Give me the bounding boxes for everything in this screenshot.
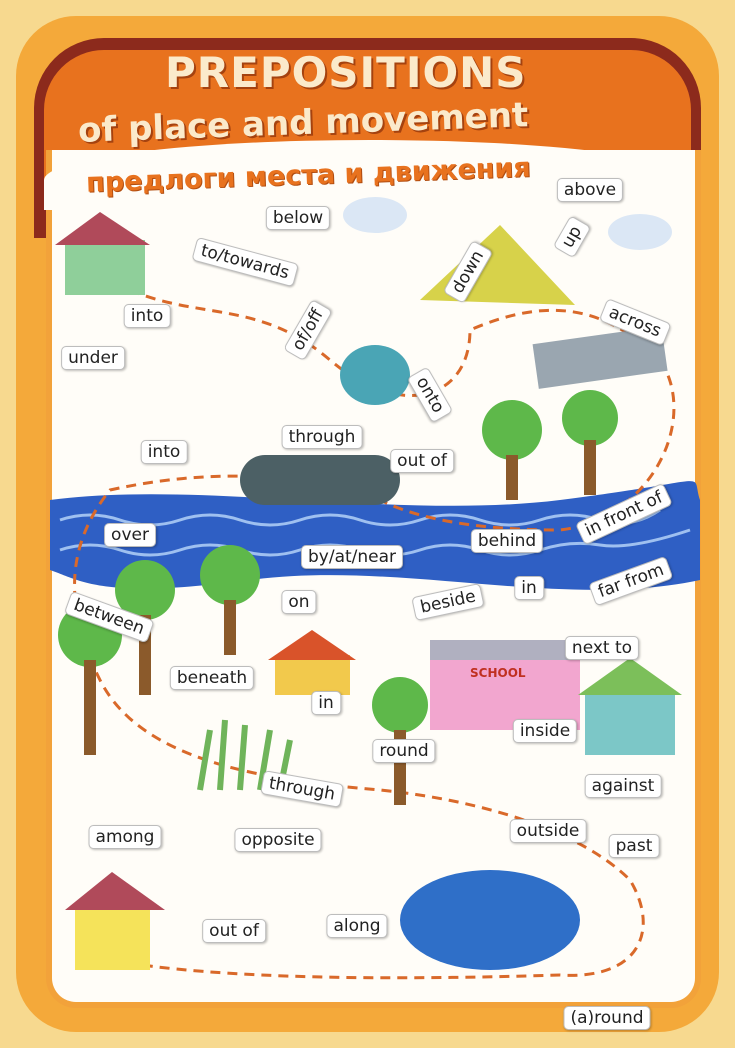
road <box>532 326 668 389</box>
label-out-of: out of <box>202 919 266 943</box>
label-out-of: out of <box>390 449 454 473</box>
label-below: below <box>265 206 331 230</box>
house <box>65 872 165 970</box>
house <box>55 212 150 295</box>
doghouse <box>268 630 356 695</box>
label-around: (a)round <box>563 1006 651 1030</box>
label-in: in <box>514 576 544 600</box>
label-round: round <box>372 739 436 763</box>
tunnel <box>240 455 400 505</box>
label-into: into <box>140 440 188 464</box>
rock <box>340 345 410 405</box>
pond <box>400 870 580 970</box>
title: PREPOSITIONS <box>165 48 527 97</box>
school-sign: SCHOOL <box>470 666 526 680</box>
label-into: into <box>123 304 171 328</box>
reeds <box>197 719 293 791</box>
label-above: above <box>556 178 624 202</box>
label-among: among <box>88 825 162 849</box>
label-on: on <box>281 590 317 614</box>
label-inside: inside <box>512 719 578 743</box>
label-past: past <box>608 834 660 858</box>
label-through: through <box>281 425 363 449</box>
label-by-at-near: by/at/near <box>300 545 404 569</box>
label-along: along <box>326 914 388 938</box>
hill <box>420 225 575 305</box>
label-under: under <box>61 346 125 370</box>
label-next-to: next to <box>564 636 640 660</box>
river-waves <box>59 508 661 527</box>
dashed-path <box>73 288 676 980</box>
label-outside: outside <box>509 819 587 843</box>
label-over: over <box>104 523 156 547</box>
school: SCHOOL <box>430 640 580 730</box>
house <box>578 658 682 755</box>
label-in: in <box>311 691 341 715</box>
cloud <box>343 197 672 250</box>
label-behind: behind <box>470 529 544 553</box>
label-opposite: opposite <box>234 828 322 852</box>
label-beneath: beneath <box>169 666 255 690</box>
label-against: against <box>584 774 662 798</box>
tree <box>58 390 618 733</box>
